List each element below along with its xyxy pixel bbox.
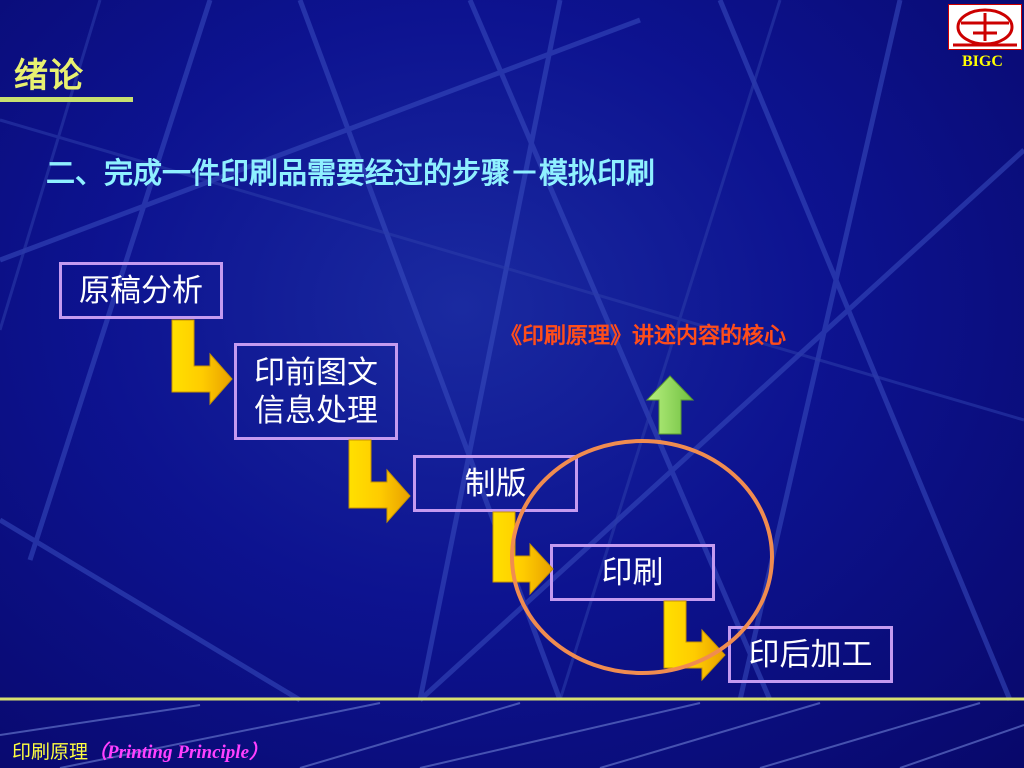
step-box-3: 制版 [413, 455, 578, 512]
section-subtitle: 二、完成一件印刷品需要经过的步骤－模拟印刷 [46, 156, 656, 190]
footer-course-cn: 印刷原理 [12, 741, 89, 763]
school-logo [948, 4, 1022, 50]
step-box-2: 印前图文 信息处理 [234, 343, 398, 440]
core-note: 《印刷原理》讲述内容的核心 [500, 324, 787, 349]
logo-text: BIGC [962, 53, 1003, 70]
footer-decoration [0, 697, 1024, 768]
step-box-1: 原稿分析 [59, 262, 223, 319]
footer-course: 印刷原理（Printing Principle） [12, 737, 268, 764]
footer-course-en: （Printing Principle） [88, 742, 269, 763]
step-box-5: 印后加工 [728, 626, 893, 683]
step-box-4: 印刷 [550, 544, 715, 601]
slide-title: 绪论 [14, 56, 84, 96]
title-underline [0, 97, 133, 102]
